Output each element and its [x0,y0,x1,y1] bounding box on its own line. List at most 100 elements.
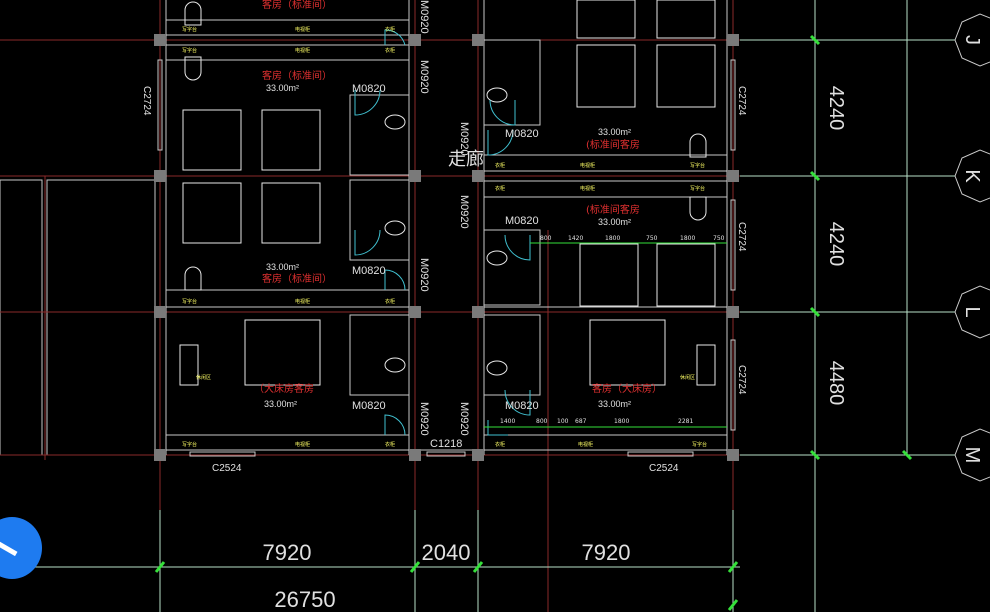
door-tag: M0820 [505,128,539,140]
tv-cabinet-label: 电视柜 [295,47,310,54]
room-label: 客房（标准间） [262,272,332,285]
room-label: 客房（标准间） [262,0,332,11]
inner-dim: 800 [536,418,548,425]
window-tag: C2724 [736,365,747,395]
window-tag: C2524 [212,463,242,474]
inner-dim: 800 [540,235,552,242]
toilet [384,114,406,130]
toilet [384,220,406,236]
desk-label: 写字台 [182,441,197,448]
door-tag: M0920 [418,0,430,34]
corridor-label: 走廊 [448,149,484,169]
wardrobe-label: 衣柜 [385,441,395,448]
right-dimension-grid [740,0,955,612]
room-label: (标准间客房 [586,203,640,216]
axis-bubble-k[interactable]: K [954,149,990,203]
bed [182,182,242,244]
king-bed [244,319,321,386]
leisure-area-label: 休闲区 [196,374,211,381]
tv-cabinet-label: 电视柜 [295,298,310,305]
svg-text:K: K [961,169,983,183]
walls [165,0,728,455]
inner-dim: 1800 [680,235,695,242]
room-area: 33.00m² [266,262,299,272]
chair [184,1,202,26]
toilet [486,360,508,376]
tv-cabinet-label: 电视柜 [295,441,310,448]
door-tag: M0920 [458,195,470,229]
room-label: （大床房客房 [254,382,314,395]
window-tag: C2724 [736,86,747,116]
inner-dim: 750 [713,235,725,242]
furniture [179,0,716,386]
bed [656,44,716,108]
bed [576,44,636,108]
desk-label: 写字台 [182,298,197,305]
wardrobe-label: 衣柜 [385,47,395,54]
svg-text:J: J [961,35,983,45]
dim-7920-right: 7920 [582,540,631,565]
door-tag: M0820 [352,83,386,95]
bed [261,182,321,244]
inner-dim: 1800 [614,418,629,425]
door-tag: M0820 [352,400,386,412]
bottom-dimension-grid [30,510,740,612]
toilet [384,357,406,373]
room-area: 33.00m² [264,399,297,409]
chair [689,196,707,221]
inner-dimension-lines [484,242,727,428]
desk-label: 写字台 [182,26,197,33]
chair [689,133,707,158]
axis-bubble-j[interactable]: J [954,13,990,67]
svg-text:L: L [961,306,983,317]
door-tag: M0920 [458,402,470,436]
bed [579,243,639,307]
door-tag: M0820 [352,265,386,277]
dim-7920-left: 7920 [263,540,312,565]
toilet [486,250,508,266]
inner-dim: 1420 [568,235,583,242]
dim-2040: 2040 [422,540,471,565]
room-label: 客房（大床房） [592,382,662,395]
svg-text:M: M [961,447,983,464]
bed [261,109,321,171]
bed [182,109,242,171]
wardrobe-label: 衣柜 [495,441,505,448]
inner-dim: 100 [557,418,569,425]
bed [656,243,716,307]
sofa [179,344,199,386]
chair [184,56,202,81]
inner-dim: 1400 [500,418,515,425]
door-tag: M0820 [505,215,539,227]
door-tag: M0920 [418,258,430,292]
door-tag: M0920 [418,60,430,94]
door-tag: M0820 [505,400,539,412]
axis-bubble-m[interactable]: M [954,428,990,482]
dim-4480: 4480 [825,361,847,406]
inner-dim: 1800 [605,235,620,242]
tv-cabinet-label: 电视柜 [580,185,595,192]
wardrobe-label: 衣柜 [385,298,395,305]
room-label: (标准间客房 [586,138,640,151]
room-area: 33.00m² [598,399,631,409]
axis-bubble-l[interactable]: L [954,285,990,339]
window-tag: C2724 [141,86,152,116]
desk-label: 写字台 [690,185,705,192]
window-tag: C2724 [736,222,747,252]
dim-4240-b: 4240 [825,222,847,267]
sofa [696,344,716,386]
toilet [486,87,508,103]
tv-cabinet-label: 电视柜 [580,162,595,169]
window-tag: C1218 [430,438,462,450]
dim-4240-a: 4240 [825,86,847,131]
line-tool-icon [0,538,18,557]
wardrobe-label: 衣柜 [495,185,505,192]
bed [576,0,636,39]
doors [354,29,531,436]
window-tag: C2524 [649,463,679,474]
room-area: 33.00m² [598,217,631,227]
wardrobe-label: 衣柜 [495,162,505,169]
columns [154,34,739,461]
desk-label: 写字台 [692,441,707,448]
